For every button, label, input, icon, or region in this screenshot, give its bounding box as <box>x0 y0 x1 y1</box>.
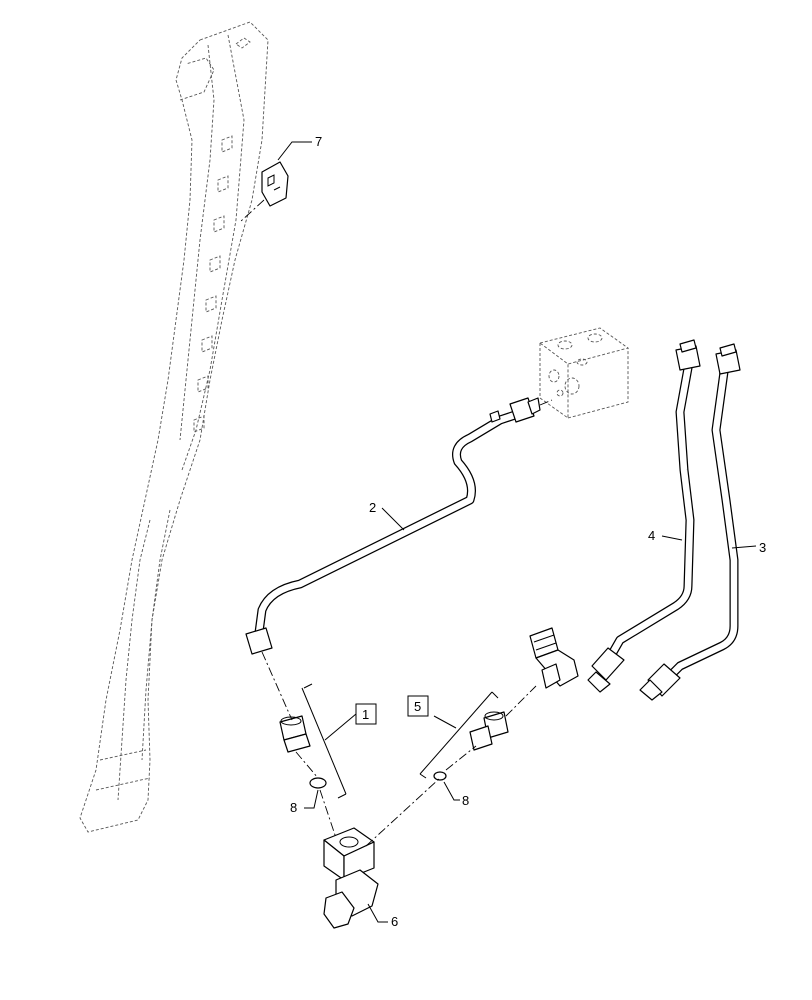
adapter-fitting-5 <box>469 711 509 751</box>
clamp-bracket <box>239 161 289 223</box>
callout-box-5 <box>407 695 429 717</box>
valve-assembly <box>323 827 379 929</box>
loader-arm-outline <box>79 21 269 833</box>
valve-block <box>538 327 630 419</box>
callout-leaders <box>277 141 757 923</box>
elbow-fitting <box>529 627 579 689</box>
callout-1: 1 <box>362 707 369 722</box>
callout-4: 4 <box>648 528 655 543</box>
callout-3: 3 <box>759 540 766 555</box>
callout-8-left: 8 <box>290 800 297 815</box>
callout-box-1 <box>355 703 377 725</box>
o-ring-left <box>309 777 327 789</box>
hydraulic-tube-3 <box>639 343 741 701</box>
callout-2: 2 <box>369 500 376 515</box>
adapter-fitting-1 <box>279 715 311 753</box>
o-ring-right <box>433 771 447 781</box>
installation-centerlines <box>261 651 537 847</box>
callout-8-right: 8 <box>462 793 469 808</box>
callout-6: 6 <box>391 914 398 929</box>
hydraulic-tube-2 <box>245 397 553 655</box>
callout-5: 5 <box>414 699 421 714</box>
callout-7: 7 <box>315 134 322 149</box>
hydraulic-tube-4 <box>587 339 701 693</box>
